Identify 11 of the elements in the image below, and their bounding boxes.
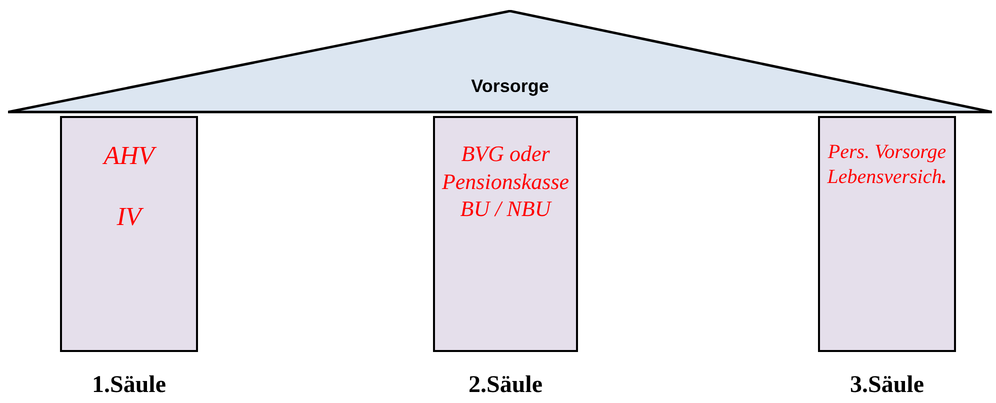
pillar-box — [60, 116, 198, 352]
roof-label: Vorsorge — [471, 76, 549, 97]
pillar-caption: 3.Säule — [850, 372, 924, 399]
pillar-box — [818, 116, 956, 352]
pillar-text: IV — [112, 200, 146, 233]
pillar-text: AHV — [100, 140, 158, 172]
pillar-caption: 1.Säule — [92, 372, 166, 399]
pillar-text: BVG oder Pensionskasse BU / NBU — [440, 140, 570, 222]
pillar-box — [433, 116, 578, 352]
pillar-caption: 2.Säule — [468, 372, 542, 399]
pillar-text: Pers. Vorsorge Lebensversich. — [826, 140, 948, 190]
